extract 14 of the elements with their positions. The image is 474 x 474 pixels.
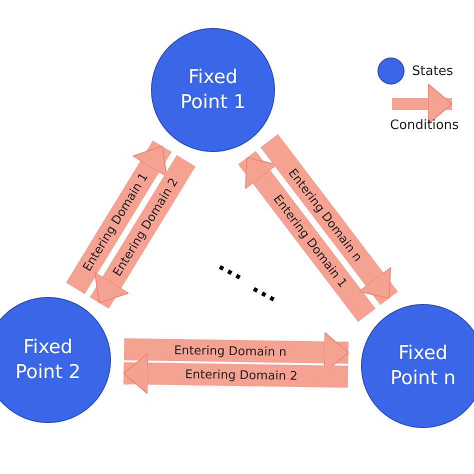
legend-label: Conditions bbox=[390, 118, 459, 133]
state-label: Fixed Point 2 bbox=[14, 335, 82, 385]
arrow bbox=[260, 134, 398, 305]
ellipsis: ... bbox=[248, 274, 284, 308]
state-label: Fixed Point 1 bbox=[179, 65, 247, 115]
edge-label: Entering Domain 2 bbox=[185, 367, 298, 383]
arrow bbox=[90, 155, 196, 309]
ellipsis: ... bbox=[214, 252, 250, 286]
arrow bbox=[66, 140, 172, 294]
state-label: Fixed Point n bbox=[389, 341, 457, 391]
arrow bbox=[238, 151, 376, 322]
arrow bbox=[123, 353, 348, 394]
legend-label: States bbox=[412, 64, 454, 79]
edge-label: Entering Domain n bbox=[174, 343, 286, 359]
